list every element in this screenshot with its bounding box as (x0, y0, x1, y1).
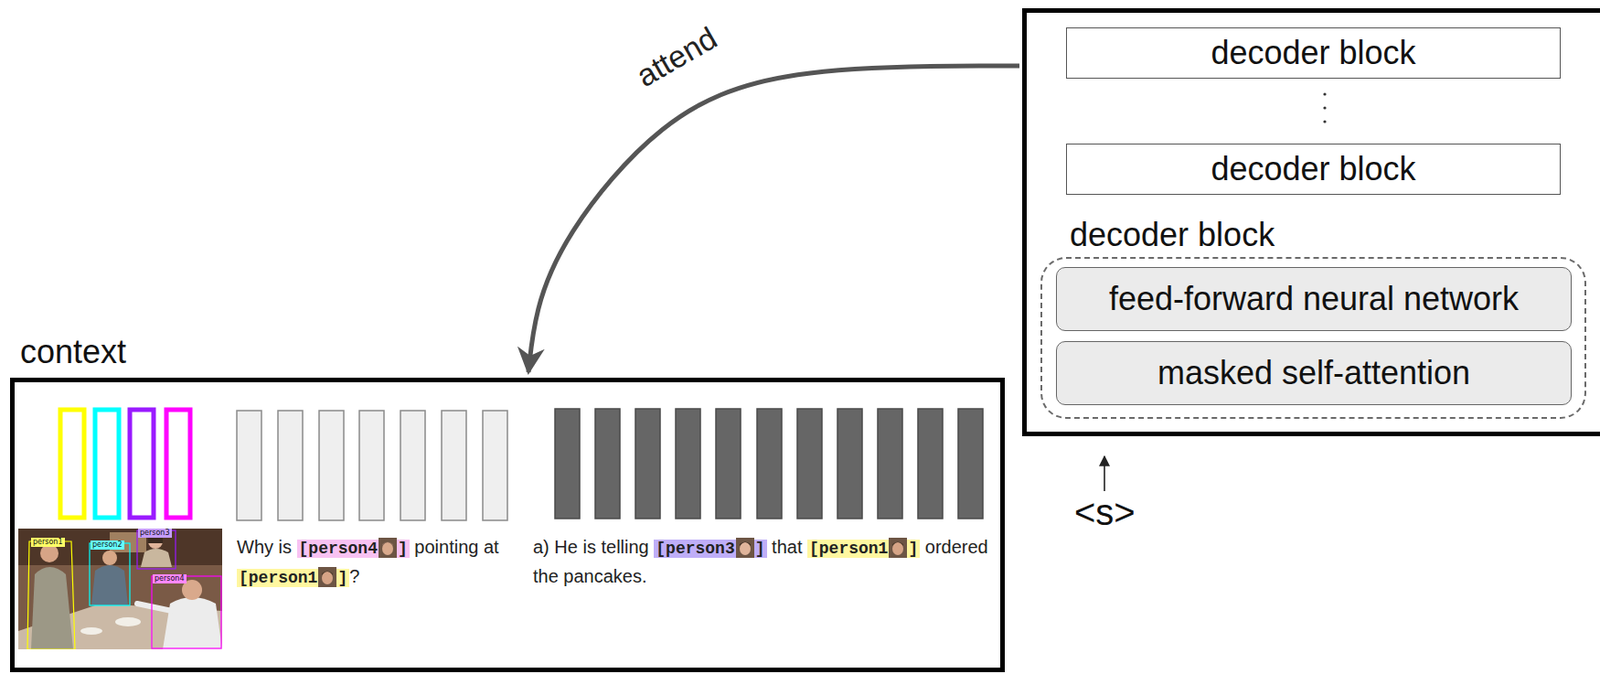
question-vector (277, 410, 303, 521)
photo-plate (115, 617, 141, 627)
object-tag: person1 (31, 537, 65, 547)
tag-bracket: ] (397, 539, 408, 558)
person-body (91, 565, 128, 606)
face-thumbnail (736, 537, 755, 558)
pointing-arm (137, 603, 172, 611)
tag-text: [person4 (298, 539, 378, 558)
thumbnail-background (888, 537, 907, 558)
object-vector (60, 409, 85, 518)
question-vector (236, 410, 262, 521)
person-outline (151, 576, 222, 649)
tag-bracket: ] (907, 539, 918, 558)
question-vector (441, 410, 467, 521)
face-thumbnail (318, 566, 337, 587)
thumbnail-background (378, 537, 397, 558)
thumbnail-hair (321, 571, 333, 576)
face-thumbnail (888, 537, 907, 558)
answer-vector (797, 408, 822, 519)
thumbnail-background (318, 566, 337, 587)
answer-vector (554, 408, 580, 519)
context-box: contextWhy is [person4] pointing at [per… (10, 377, 1005, 672)
edge-label: attend (630, 20, 724, 94)
plain-text: pointing at (409, 536, 500, 557)
answer-vector (917, 408, 943, 519)
start-token: <s> (1074, 493, 1136, 531)
object-tag: person3 (138, 528, 172, 538)
model-panel: decoder blockdecoder blockfeed-forward n… (1022, 8, 1600, 437)
question-vector (359, 410, 384, 521)
question-vector (482, 410, 508, 521)
plain-text: that (767, 536, 808, 557)
answer-text: a) He is telling [person3] that [person1… (533, 533, 998, 590)
answer-vector (837, 408, 863, 519)
scene-photo (18, 528, 223, 650)
face-thumbnail (378, 537, 397, 558)
plain-text: ? (349, 565, 360, 587)
person-body (162, 597, 223, 650)
answer-vector (675, 408, 701, 519)
entity-tag: [person4] (297, 539, 410, 558)
answer-vector (958, 408, 983, 519)
thumbnail-hair (382, 542, 394, 547)
answer-vector (635, 408, 661, 519)
layer-label: decoder block (1210, 150, 1416, 188)
context-heading: context (20, 333, 127, 371)
block-heading: decoder block (1069, 216, 1275, 254)
tag-text: [person1 (809, 539, 888, 558)
thumbnail-face (321, 571, 333, 585)
person-head (40, 544, 59, 563)
answer-vector (757, 408, 782, 519)
object-vector (129, 409, 154, 518)
entity-tag: [person1] (236, 568, 350, 587)
person-outline (27, 541, 75, 650)
photo-plate (80, 627, 103, 635)
thumbnail-face (739, 542, 751, 555)
tag-bracket: ] (337, 568, 348, 587)
photo-wall (18, 528, 223, 566)
decoder-block: decoder block (1066, 143, 1561, 195)
object-vector (95, 409, 119, 518)
tag-text: [person3 (655, 539, 735, 558)
input-arrow (1103, 456, 1106, 491)
object-vector (166, 409, 191, 518)
attention-arrow (528, 65, 1020, 373)
photo-background (18, 528, 223, 650)
object-tag: person4 (152, 574, 187, 584)
answer-vector (715, 408, 741, 519)
layer-label: feed-forward neural network (1109, 280, 1519, 318)
plain-text: Why is (236, 536, 298, 557)
entity-tag: [person1] (807, 539, 920, 558)
answer-vector (595, 408, 620, 519)
feed-forward-layer: feed-forward neural network (1056, 266, 1572, 331)
decoder-block: decoder block (1066, 27, 1561, 79)
tag-text: [person1 (238, 568, 318, 587)
question-vector (319, 410, 344, 521)
thumbnail-background (736, 537, 755, 558)
question-vector (400, 410, 426, 521)
person-body (140, 548, 172, 567)
thumbnail-hair (892, 542, 904, 547)
thumbnail-face (892, 542, 904, 555)
entity-tag: [person3] (653, 539, 767, 558)
layer-label: decoder block (1210, 34, 1416, 72)
tag-bracket: ] (755, 539, 766, 558)
object-tag: person2 (90, 540, 125, 550)
decoder-block-detail: feed-forward neural network masked self-a… (1040, 256, 1587, 419)
person-head (102, 550, 118, 566)
thumbnail-face (382, 542, 394, 555)
answer-vector (877, 408, 903, 519)
layer-label: masked self-attention (1157, 354, 1471, 392)
ellipsis-dot (1322, 92, 1326, 96)
thumbnail-hair (739, 542, 751, 547)
self-attention-layer: masked self-attention (1056, 341, 1572, 406)
ellipsis-dot (1322, 106, 1326, 109)
person-outline (89, 543, 130, 606)
person-body (31, 566, 74, 650)
plain-text: a) He is telling (533, 536, 654, 557)
ellipsis-dot (1322, 119, 1326, 123)
question-text: Why is [person4] pointing at [person1]? (236, 533, 530, 592)
